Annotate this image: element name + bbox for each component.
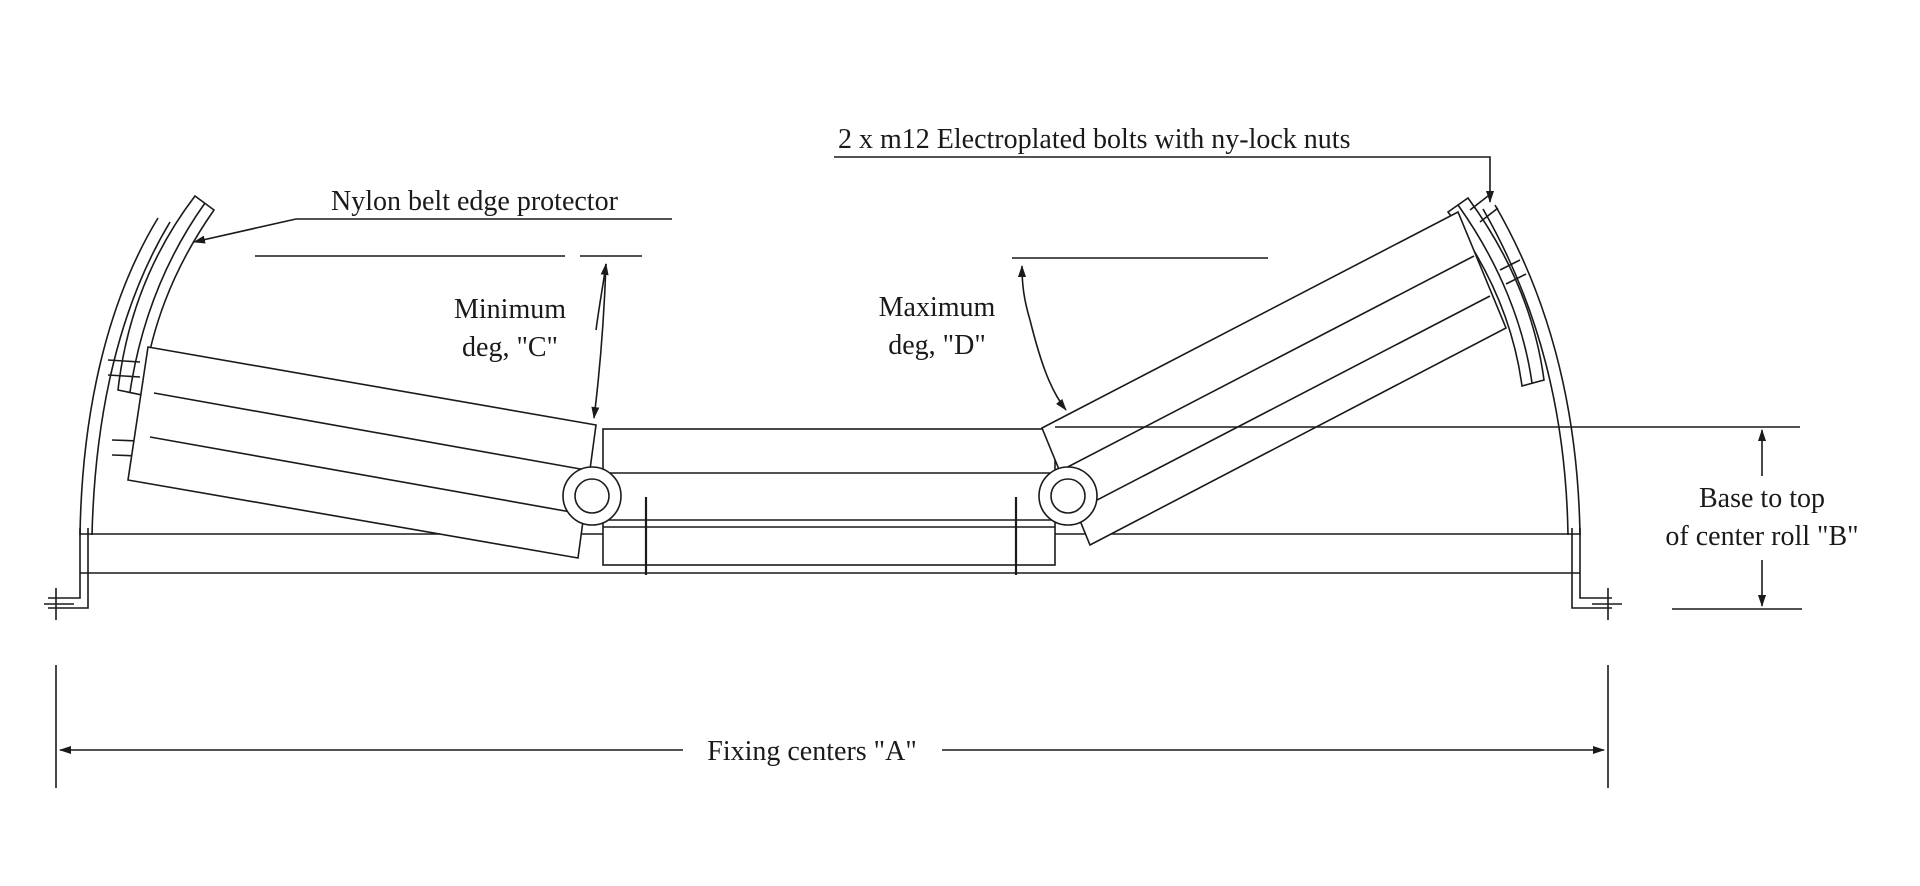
nylon-protector-label: Nylon belt edge protector bbox=[331, 186, 619, 217]
bolts-label: 2 x m12 Electroplated bolts with ny-lock… bbox=[838, 124, 1350, 155]
right-pivot-bushing bbox=[1038, 466, 1098, 526]
fixing-centers-label: Fixing centers "A" bbox=[707, 736, 917, 767]
fixing-dimension-a bbox=[55, 665, 1609, 788]
nylon-leader bbox=[193, 218, 672, 244]
bolts-leader bbox=[834, 156, 1494, 203]
min-angle-dimension bbox=[591, 263, 609, 419]
left-pivot-bushing bbox=[562, 466, 622, 526]
right-arc-frame bbox=[1482, 204, 1581, 536]
base-height-label-line1: Base to top bbox=[1699, 483, 1825, 514]
center-roll bbox=[602, 428, 1056, 575]
left-arc-frame bbox=[79, 217, 171, 536]
right-wing-roll bbox=[1040, 210, 1508, 547]
min-angle-label-line2: deg, "C" bbox=[462, 332, 558, 363]
height-dimension-b bbox=[1672, 429, 1802, 610]
left-wing-roll bbox=[127, 346, 597, 559]
max-angle-dimension bbox=[1018, 265, 1067, 411]
angle-reference-lines bbox=[255, 255, 1800, 428]
min-angle-label-line1: Minimum bbox=[454, 294, 566, 325]
max-angle-label-line2: deg, "D" bbox=[888, 330, 986, 361]
base-height-label-line2: of center roll "B" bbox=[1665, 521, 1858, 552]
max-angle-label-line1: Maximum bbox=[879, 292, 996, 323]
